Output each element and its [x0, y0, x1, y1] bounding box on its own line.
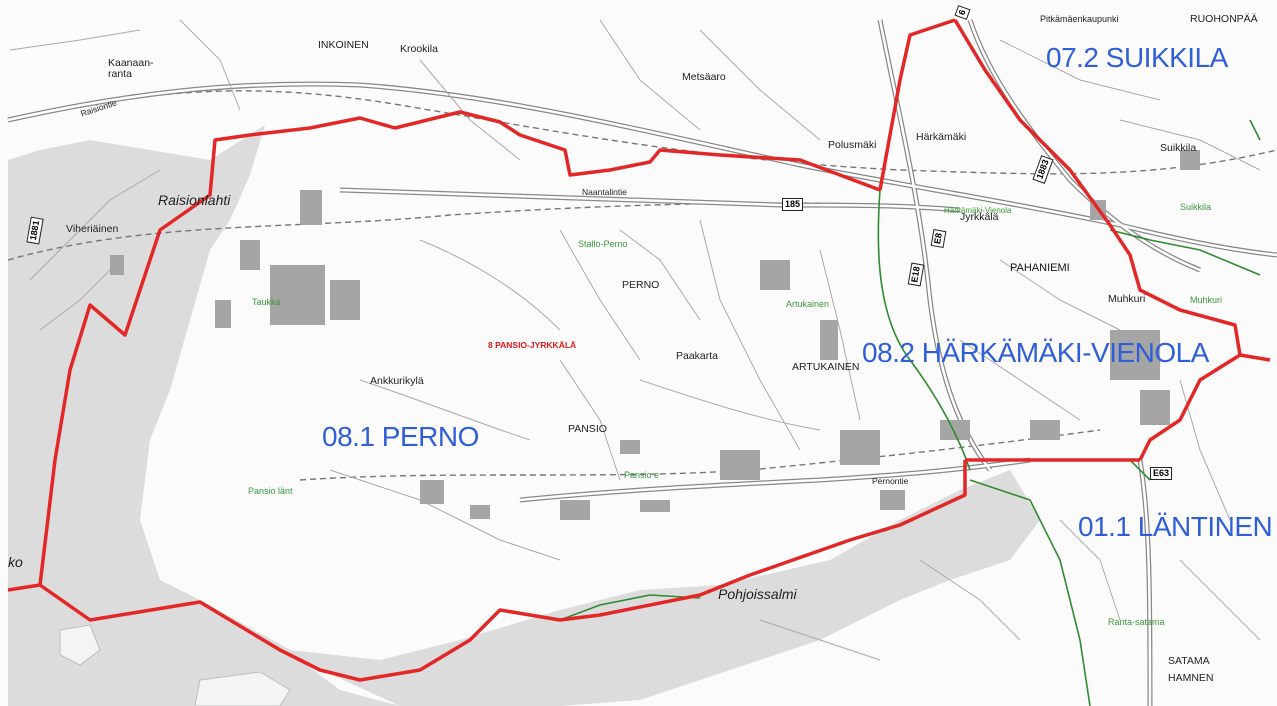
- place-label-jyrkkala: Jyrkkälä: [960, 211, 999, 223]
- place-label-metsaaro: Metsäaro: [682, 71, 726, 83]
- place-label-perno: PERNO: [622, 279, 660, 291]
- district-label-harkamaki-vienola: 08.2 HÄRKÄMÄKI-VIENOLA: [862, 337, 1209, 368]
- green-label-stallo: Stallo-Perno: [578, 239, 628, 249]
- place-label-viheriainen: Viheriäinen: [66, 223, 119, 235]
- district-label-perno: 08.1 PERNO: [322, 421, 479, 452]
- green-label-pansio-e: Pansio e: [624, 470, 660, 480]
- green-label-muhkuri: Muhkuri: [1190, 295, 1223, 305]
- buildings: [110, 150, 1200, 520]
- green-label-ranta: Ranta-satama: [1108, 617, 1165, 627]
- place-label-suikkila: Suikkila: [1160, 142, 1197, 154]
- green-label-pansio-lant: Pansio länt: [248, 486, 293, 496]
- area-label-pansio-jyrkkala: 8 PANSIO-JYRKKÄLÄ: [488, 340, 577, 350]
- island-small: [59, 624, 101, 666]
- street-label-naantalintie: Naantalintie: [582, 187, 627, 197]
- street-label-pernontie: Pernontie: [872, 476, 909, 486]
- place-label-paakarta: Paakarta: [676, 350, 719, 362]
- place-label-ankkurikyla: Ankkurikylä: [370, 375, 424, 387]
- water-label-pohjoissalmi: Pohjoissalmi: [718, 586, 797, 602]
- water-label-ko: ko: [8, 554, 23, 570]
- place-label-kaanaanranta: Kaanaan- ranta: [108, 57, 154, 80]
- place-label-pansio: PANSIO: [568, 423, 607, 435]
- place-label-krookila: Krookila: [400, 43, 438, 55]
- minor-streets: [9, 19, 1261, 661]
- district-boundary: [7, 18, 1271, 682]
- secondary-boundary: [559, 119, 1261, 706]
- green-label-tauka: Taukka: [252, 297, 281, 307]
- green-label-artukainen: Artukainen: [786, 299, 830, 309]
- place-label-harkamaki: Härkämäki: [916, 131, 967, 143]
- district-label-lantinen: 01.1 LÄNTINEN: [1078, 511, 1273, 542]
- place-label-muhkuri: Muhkuri: [1108, 293, 1146, 305]
- water-label-raisionlahti: Raisionlahti: [158, 192, 231, 208]
- district-label-suikkila: 07.2 SUIKKILA: [1046, 42, 1228, 73]
- place-label-pahaniemi: PAHANIEMI: [1010, 262, 1070, 274]
- pohjoissalmi-water: [40, 470, 1040, 706]
- place-label-hamnen: HAMNEN: [1168, 672, 1214, 684]
- road-shield-185: 185: [782, 198, 804, 211]
- place-label-ruohonpaa: RUOHONPÄÄ: [1190, 13, 1258, 25]
- place-label-inkoinen: INKOINEN: [318, 39, 369, 51]
- place-label-artukainen: ARTUKAINEN: [792, 361, 860, 373]
- place-label-pitkamaki: Pitkämäenkaupunki: [1040, 14, 1119, 24]
- water-areas: [8, 125, 1040, 706]
- island-south: [194, 671, 291, 706]
- place-label-satama: SATAMA: [1168, 655, 1210, 667]
- place-label-polusmaki: Polusmäki: [828, 139, 877, 151]
- green-label-suikkila: Suikkila: [1180, 202, 1212, 212]
- road-shield-e63: E63: [1150, 467, 1173, 480]
- green-label-harkamaki-vienola: Härkämäki-Vienola: [944, 206, 1012, 215]
